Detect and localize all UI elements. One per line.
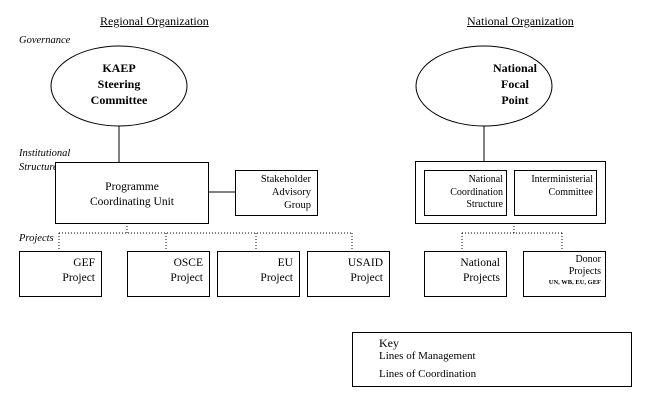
key-coordination-label: Lines of Coordination <box>379 368 477 380</box>
key-title: Key <box>379 336 399 350</box>
gef-project-box: GEF Project <box>19 251 102 297</box>
national-coordination-structure-box: National Coordination Structure <box>424 170 507 216</box>
donor-projects-box: Donor Projects UN, WB, EU, GEF <box>523 251 606 297</box>
governance-row-label: Governance <box>19 35 71 46</box>
institutional-row-label-line1: Institutional <box>19 148 71 159</box>
focal-point-label: National Focal Point <box>492 61 537 107</box>
key-box <box>352 332 632 387</box>
national-organization-heading: National Organization <box>467 14 574 28</box>
steering-committee-label: KAEP Steering Committee <box>90 61 148 107</box>
eu-project-box: EU Project <box>217 251 300 297</box>
projects-row-label: Projects <box>19 233 54 244</box>
regional-coordination-lines <box>58 223 353 251</box>
usaid-project-box: USAID Project <box>307 251 390 297</box>
stakeholder-advisory-group-box: Stakeholder Advisory Group <box>235 170 318 216</box>
national-coordination-lines <box>461 223 563 251</box>
regional-organization-heading: Regional Organization <box>100 14 209 28</box>
key-management-label: Lines of Management <box>379 350 476 362</box>
national-projects-box: National Projects <box>424 251 507 297</box>
interministerial-committee-box: Interministerial Committee <box>514 170 597 216</box>
institutional-row-label-line2: Structure <box>19 162 58 173</box>
osce-project-box: OSCE Project <box>127 251 210 297</box>
programme-coordinating-unit-box: Programme Coordinating Unit <box>55 162 209 224</box>
